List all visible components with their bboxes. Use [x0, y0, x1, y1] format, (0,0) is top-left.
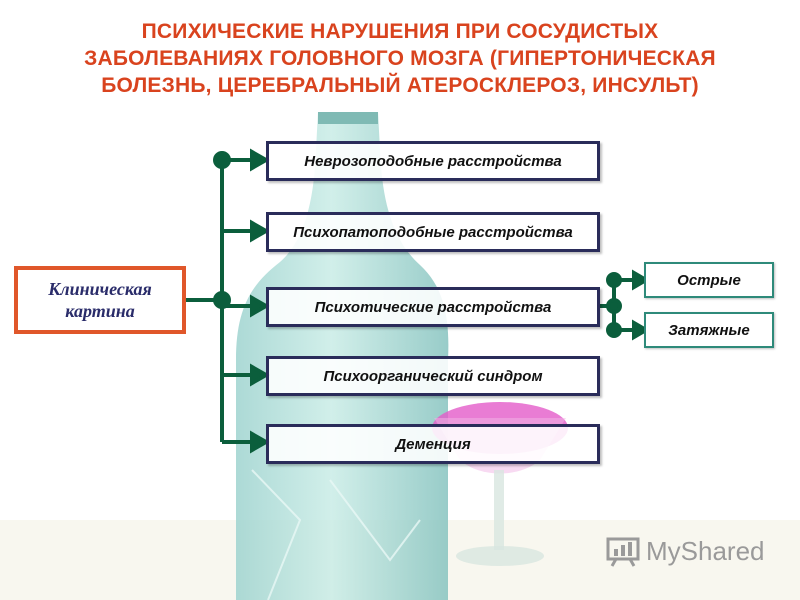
course-label: Острые [677, 271, 741, 289]
disorder-label: Неврозоподобные расстройства [304, 152, 562, 170]
watermark-text: MyShared [646, 536, 765, 566]
title-line-1: ПСИХИЧЕСКИЕ НАРУШЕНИЯ ПРИ СОСУДИСТЫХ [141, 20, 659, 43]
disorder-box-psychotic: Психотические расстройства [266, 287, 600, 327]
course-box-acute: Острые [644, 262, 774, 298]
title-line-2: ЗАБОЛЕВАНИЯХ ГОЛОВНОГО МОЗГА (ГИПЕРТОНИЧ… [84, 47, 716, 70]
branch-mid-node [606, 298, 622, 314]
disorder-box-dementia: Деменция [266, 424, 600, 464]
disorder-label: Психоорганический синдром [323, 367, 543, 385]
presentation-icon [606, 537, 640, 567]
disorder-label: Деменция [395, 435, 471, 453]
slide-title: ПСИХИЧЕСКИЕ НАРУШЕНИЯ ПРИ СОСУДИСТЫХ ЗАБ… [30, 18, 770, 99]
clinical-label-line-1: Клиническая [48, 279, 152, 299]
disorder-label: Психопатоподобные расстройства [293, 223, 573, 241]
disorder-box-psychoorganic: Психоорганический синдром [266, 356, 600, 396]
clinical-picture-box: Клиническая картина [14, 266, 186, 334]
clinical-label-line-2: картина [65, 301, 135, 321]
title-line-3: БОЛЕЗНЬ, ЦЕРЕБРАЛЬНЫЙ АТЕРОСКЛЕРОЗ, ИНСУ… [101, 74, 699, 97]
disorder-box-psychopathy-like: Психопатоподобные расстройства [266, 212, 600, 252]
course-box-prolonged: Затяжные [644, 312, 774, 348]
watermark: MyShared [606, 536, 765, 567]
disorder-label: Психотические расстройства [314, 298, 552, 316]
disorder-box-neurosis-like: Неврозоподобные расстройства [266, 141, 600, 181]
course-label: Затяжные [668, 321, 750, 339]
